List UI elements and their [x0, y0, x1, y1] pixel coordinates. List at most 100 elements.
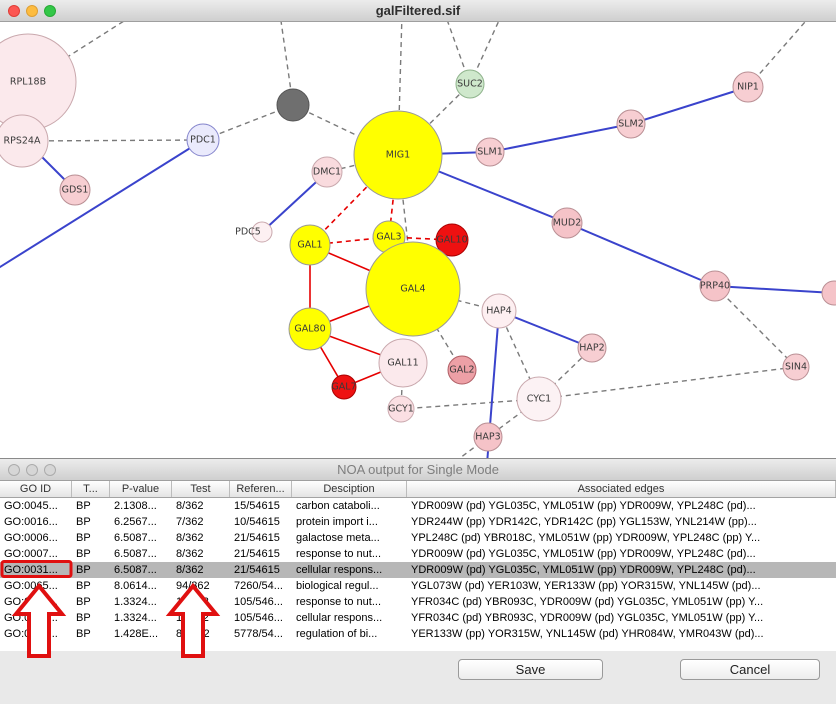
graph-node-label: GAL2: [449, 365, 474, 376]
table-cell: YDR009W (pd) YGL035C, YML051W (pp) YDR00…: [407, 562, 836, 578]
graph-node-MSL1[interactable]: [822, 281, 836, 305]
column-header-0[interactable]: GO ID: [0, 481, 72, 497]
graph-node-label: GAL1: [297, 240, 322, 251]
table-cell: 1.3324...: [110, 610, 172, 626]
table-cell: 21/54615: [230, 562, 292, 578]
graph-node-label: CYC1: [527, 394, 551, 405]
graph-edge: [539, 367, 796, 399]
graph-node-label: HAP2: [579, 343, 604, 354]
table-cell: 15/54615: [230, 498, 292, 514]
network-window-titlebar: galFiltered.sif: [0, 0, 836, 22]
table-cell: 94/362: [172, 578, 230, 594]
table-cell: response to nut...: [292, 594, 407, 610]
graph-node-label: SLM1: [477, 147, 503, 158]
table-cell: GO:0006...: [0, 530, 72, 546]
table-cell: 105/546...: [230, 610, 292, 626]
table-cell: 7/362: [172, 514, 230, 530]
graph-node-label: GAL11: [387, 358, 418, 369]
table-cell: BP: [72, 626, 110, 642]
graph-node-label: GDS1: [62, 185, 89, 196]
graph-node-label: RPS24A: [4, 136, 41, 147]
table-row[interactable]: GO:0007...BP6.5087...8/36221/54615respon…: [0, 546, 836, 562]
table-cell: 10/54615: [230, 514, 292, 530]
graph-edge: [715, 286, 834, 293]
column-header-6[interactable]: Associated edges: [407, 481, 836, 497]
table-cell: YDR244W (pp) YDR142C, YDR142C (pp) YGL15…: [407, 514, 836, 530]
table-cell: GO:0050...: [0, 626, 72, 642]
table-cell: GO:0065...: [0, 578, 72, 594]
column-header-2[interactable]: P-value: [110, 481, 172, 497]
graph-node-label: GAL10: [436, 235, 467, 246]
graph-node-DARK1[interactable]: [277, 89, 309, 121]
graph-node-label: GAL4: [400, 284, 425, 295]
table-cell: 8.0614...: [110, 578, 172, 594]
table-cell: 105/546...: [230, 594, 292, 610]
table-row[interactable]: GO:0045...BP2.1308...8/36215/54615carbon…: [0, 498, 836, 514]
table-cell: carbon cataboli...: [292, 498, 407, 514]
table-cell: YFR034C (pd) YBR093C, YDR009W (pd) YGL03…: [407, 594, 836, 610]
table-cell: BP: [72, 546, 110, 562]
graph-node-label: GAL7: [331, 382, 356, 393]
graph-node-label: GCY1: [388, 404, 414, 415]
table-cell: 6.5087...: [110, 546, 172, 562]
table-cell: 2.1308...: [110, 498, 172, 514]
table-cell: YDR009W (pd) YGL035C, YML051W (pp) YDR00…: [407, 498, 836, 514]
table-cell: biological regul...: [292, 578, 407, 594]
table-cell: 8/362: [172, 530, 230, 546]
table-cell: 11/362: [172, 594, 230, 610]
table-row[interactable]: GO:0031...BP1.3324...11/362105/546...cel…: [0, 610, 836, 626]
table-cell: response to nut...: [292, 546, 407, 562]
graph-node-label: MUD2: [553, 218, 582, 229]
table-cell: galactose meta...: [292, 530, 407, 546]
network-canvas[interactable]: RPL18BRPS24APDC1GDS1DMC1MIG1SUC2SLM1SLM2…: [0, 22, 836, 458]
column-header-4[interactable]: Referen...: [230, 481, 292, 497]
save-button[interactable]: Save: [458, 659, 603, 680]
table-cell: BP: [72, 594, 110, 610]
table-cell: 6.2567...: [110, 514, 172, 530]
graph-edge: [490, 124, 631, 152]
table-cell: 5778/54...: [230, 626, 292, 642]
table-row[interactable]: GO:0031...BP6.5087...8/36221/54615cellul…: [0, 562, 836, 578]
table-cell: GO:0045...: [0, 498, 72, 514]
table-cell: 8/362: [172, 498, 230, 514]
column-header-1[interactable]: T...: [72, 481, 110, 497]
graph-node-label: HAP3: [475, 432, 500, 443]
graph-node-label: NIP1: [737, 82, 759, 93]
cancel-button[interactable]: Cancel: [680, 659, 820, 680]
table-cell: 7260/54...: [230, 578, 292, 594]
table-row[interactable]: GO:0031...BP1.3324...11/362105/546...res…: [0, 594, 836, 610]
noa-output-window: NOA output for Single Mode GO IDT...P-va…: [0, 458, 836, 704]
table-header: GO IDT...P-valueTestReferen...Desciption…: [0, 481, 836, 498]
table-cell: YER133W (pp) YOR315W, YNL145W (pd) YHR08…: [407, 626, 836, 642]
column-header-3[interactable]: Test: [172, 481, 230, 497]
table-cell: BP: [72, 530, 110, 546]
column-header-5[interactable]: Desciption: [292, 481, 407, 497]
graph-node-label: HAP4: [486, 306, 511, 317]
noa-window-title: NOA output for Single Mode: [0, 459, 836, 481]
graph-edge: [715, 286, 796, 367]
table-cell: 6.5087...: [110, 562, 172, 578]
table-row[interactable]: GO:0016...BP6.2567...7/36210/54615protei…: [0, 514, 836, 530]
graph-edge: [631, 87, 748, 124]
table-cell: 8/362: [172, 546, 230, 562]
table-cell: 1.428E...: [110, 626, 172, 642]
table-cell: 6.5087...: [110, 530, 172, 546]
table-body: GO:0045...BP2.1308...8/36215/54615carbon…: [0, 498, 836, 642]
table-cell: protein import i...: [292, 514, 407, 530]
graph-edge: [567, 223, 715, 286]
graph-node-label: GAL80: [294, 324, 325, 335]
table-cell: 11/362: [172, 610, 230, 626]
table-row[interactable]: GO:0050...BP1.428E...80/3625778/54...reg…: [0, 626, 836, 642]
table-row[interactable]: GO:0065...BP8.0614...94/3627260/54...bio…: [0, 578, 836, 594]
table-cell: 21/54615: [230, 530, 292, 546]
table-row[interactable]: GO:0006...BP6.5087...8/36221/54615galact…: [0, 530, 836, 546]
dialog-footer: Save Cancel: [0, 651, 836, 704]
graph-node-label: PDC5: [235, 227, 261, 238]
table-cell: YGL073W (pd) YER103W, YER133W (pp) YOR31…: [407, 578, 836, 594]
table-cell: regulation of bi...: [292, 626, 407, 642]
table-cell: 80/362: [172, 626, 230, 642]
table-cell: YFR034C (pd) YBR093C, YDR009W (pd) YGL03…: [407, 610, 836, 626]
graph-node-label: SUC2: [457, 79, 483, 90]
table-cell: GO:0016...: [0, 514, 72, 530]
